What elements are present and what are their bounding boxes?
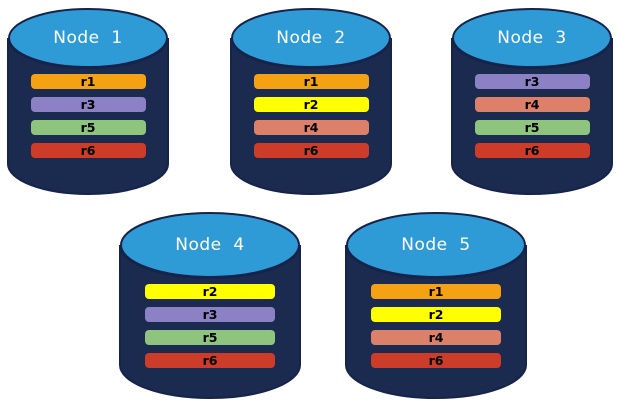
cylinder-top-ellipse xyxy=(346,212,526,278)
replica-bar[interactable]: r6 xyxy=(474,143,590,158)
replica-bar[interactable]: r6 xyxy=(30,143,146,158)
replica-bar[interactable]: r1 xyxy=(30,74,146,89)
replica-bar[interactable]: r1 xyxy=(371,284,501,299)
replica-list: r3 r4 r5 r6 xyxy=(452,74,612,158)
replica-bar[interactable]: r4 xyxy=(371,330,501,345)
replica-bar[interactable]: r2 xyxy=(371,307,501,322)
replica-bar[interactable]: r6 xyxy=(371,353,501,368)
replica-list: r1 r2 r4 r6 xyxy=(346,284,526,368)
cylinder-top-ellipse xyxy=(452,8,612,68)
replica-bar[interactable]: r6 xyxy=(145,353,275,368)
replica-bar[interactable]: r3 xyxy=(30,97,146,112)
replica-list: r1 r3 r5 r6 xyxy=(8,74,168,158)
replica-bar[interactable]: r2 xyxy=(253,97,369,112)
cylinder-top-ellipse xyxy=(120,212,300,278)
replica-bar[interactable]: r5 xyxy=(30,120,146,135)
replica-list: r1 r2 r4 r6 xyxy=(231,74,391,158)
replica-bar[interactable]: r6 xyxy=(253,143,369,158)
replica-bar[interactable]: r3 xyxy=(145,307,275,322)
replica-bar[interactable]: r5 xyxy=(145,330,275,345)
replica-list: r2 r3 r5 r6 xyxy=(120,284,300,368)
cylinder-top-ellipse xyxy=(8,8,168,68)
replica-bar[interactable]: r2 xyxy=(145,284,275,299)
replica-bar[interactable]: r4 xyxy=(253,120,369,135)
replica-bar[interactable]: r1 xyxy=(253,74,369,89)
replica-bar[interactable]: r4 xyxy=(474,97,590,112)
replica-bar[interactable]: r3 xyxy=(474,74,590,89)
cylinder-top-ellipse xyxy=(231,8,391,68)
replica-bar[interactable]: r5 xyxy=(474,120,590,135)
